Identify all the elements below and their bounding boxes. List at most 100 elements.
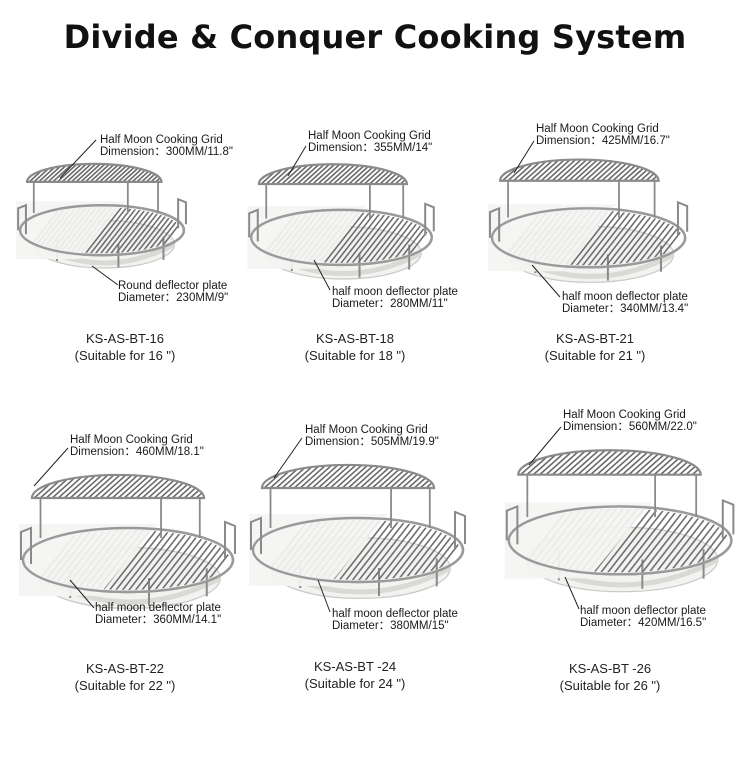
grid-label: Half Moon Cooking Grid [536, 123, 659, 135]
grid-annotation: Half Moon Cooking Grid Dimension：505MM/1… [305, 424, 439, 448]
model-caption: KS-AS-BT -24 (Suitable for 24 ") [230, 658, 480, 692]
plate-label: half moon deflector plate [332, 286, 458, 298]
grid-label: Half Moon Cooking Grid [308, 130, 431, 142]
plate-dimension: Diameter：280MM/11" [332, 298, 448, 310]
product-illustration [247, 163, 435, 280]
side-bracket [248, 208, 259, 242]
half-moon-cooking-grid [30, 473, 206, 538]
side-bracket [17, 203, 27, 235]
side-bracket [721, 499, 735, 539]
page-title: Divide & Conquer Cooking System [63, 18, 687, 56]
suitable-size: (Suitable for 16 ") [74, 348, 176, 363]
side-bracket [424, 202, 435, 236]
side-bracket [20, 526, 32, 564]
leader-line-plate [531, 264, 561, 298]
grid-annotation: Half Moon Cooking Grid Dimension：425MM/1… [536, 123, 670, 147]
product-card-3: Half Moon Cooking Grid Dimension：425MM/1… [470, 115, 720, 445]
side-bracket [224, 520, 236, 558]
side-bracket [177, 197, 187, 229]
plate-label: Round deflector plate [118, 280, 228, 292]
plate-annotation: half moon deflector plate Diameter：340MM… [562, 291, 688, 315]
model-number: KS-AS-BT-22 [85, 661, 165, 676]
leader-line-grid [59, 139, 97, 179]
product-card-1: Half Moon Cooking Grid Dimension：300MM/1… [0, 120, 250, 450]
model-number: KS-AS-BT -24 [313, 659, 397, 674]
grid-dimension: Dimension：300MM/11.8" [100, 146, 233, 158]
suitable-size: (Suitable for 18 ") [304, 348, 406, 363]
product-image [487, 140, 689, 298]
grid-label: Half Moon Cooking Grid [305, 424, 428, 436]
product-card-4: Half Moon Cooking Grid Dimension：460MM/1… [0, 430, 250, 760]
grid-annotation: Half Moon Cooking Grid Dimension：355MM/1… [308, 130, 432, 154]
plate-dimension: Diameter：380MM/15" [332, 620, 449, 632]
half-moon-cooking-grid [499, 158, 660, 218]
product-illustration [19, 473, 236, 609]
suitable-size: (Suitable for 24 ") [304, 676, 406, 691]
grid-label: Half Moon Cooking Grid [100, 134, 223, 146]
leader-line-grid [33, 447, 69, 487]
product-illustration [487, 158, 689, 283]
plate-label: half moon deflector plate [562, 291, 688, 303]
leader-line-grid [513, 140, 535, 174]
plate-annotation: half moon deflector plate Diameter：360MM… [95, 602, 221, 626]
side-bracket [488, 206, 501, 242]
product-card-2: Half Moon Cooking Grid Dimension：355MM/1… [230, 120, 480, 450]
half-moon-cooking-grid [517, 449, 702, 518]
side-bracket [250, 516, 262, 554]
leader-line-grid [528, 426, 562, 466]
leader-line-plate [564, 576, 580, 610]
model-caption: KS-AS-BT-22 (Suitable for 22 ") [0, 660, 250, 694]
leader-line-grid [287, 145, 307, 177]
grid-dimension: Dimension：425MM/16.7" [536, 135, 670, 147]
plate-annotation: half moon deflector plate Diameter：280MM… [332, 286, 458, 310]
suitable-size: (Suitable for 26 ") [559, 678, 661, 693]
product-image [247, 145, 435, 291]
product-card-5: Half Moon Cooking Grid Dimension：505MM/1… [230, 420, 480, 750]
plate-annotation: half moon deflector plate Diameter：420MM… [580, 605, 706, 629]
grid-annotation: Half Moon Cooking Grid Dimension：560MM/2… [563, 409, 697, 433]
plate-dimension: Diameter：230MM/9" [118, 292, 229, 304]
leader-line-grid [273, 437, 303, 479]
model-number: KS-AS-BT-18 [315, 331, 395, 346]
grid-label: Half Moon Cooking Grid [563, 409, 686, 421]
suitable-size: (Suitable for 21 ") [544, 348, 646, 363]
product-image [249, 437, 466, 613]
product-illustration [249, 463, 466, 599]
grid-dimension: Dimension：560MM/22.0" [563, 421, 697, 433]
grid-annotation: Half Moon Cooking Grid Dimension：460MM/1… [70, 434, 204, 458]
leader-line-plate [69, 579, 95, 609]
plate-label: half moon deflector plate [332, 608, 458, 620]
product-card-6: Half Moon Cooking Grid Dimension：560MM/2… [485, 405, 735, 735]
grid-label: Half Moon Cooking Grid [70, 434, 193, 446]
product-image [19, 447, 236, 609]
model-caption: KS-AS-BT-18 (Suitable for 18 ") [230, 330, 480, 364]
plate-dimension: Diameter：360MM/14.1" [95, 614, 222, 626]
plate-dimension: Diameter：420MM/16.5" [580, 617, 707, 629]
plate-dimension: Diameter：340MM/13.4" [562, 303, 689, 315]
suitable-size: (Suitable for 22 ") [74, 678, 176, 693]
model-number: KS-AS-BT -26 [568, 661, 652, 676]
leader-line-plate [91, 265, 119, 286]
product-image [16, 139, 187, 286]
side-bracket [505, 505, 519, 545]
plate-annotation: Round deflector plate Diameter：230MM/9" [118, 280, 228, 304]
plate-label: half moon deflector plate [95, 602, 221, 614]
product-illustration [16, 162, 187, 269]
leader-line-plate [317, 579, 331, 613]
model-caption: KS-AS-BT -26 (Suitable for 26 ") [485, 660, 735, 694]
grid-dimension: Dimension：505MM/19.9" [305, 436, 439, 448]
model-number: KS-AS-BT-16 [85, 331, 165, 346]
model-caption: KS-AS-BT-16 (Suitable for 16 ") [0, 330, 250, 364]
plate-label: half moon deflector plate [580, 605, 706, 617]
plate-annotation: half moon deflector plate Diameter：380MM… [332, 608, 458, 632]
side-bracket [676, 200, 689, 236]
grid-annotation: Half Moon Cooking Grid Dimension：300MM/1… [100, 134, 233, 158]
product-image [504, 426, 735, 610]
model-number: KS-AS-BT-21 [555, 331, 635, 346]
product-illustration [504, 449, 735, 593]
grid-dimension: Dimension：355MM/14" [308, 142, 433, 154]
model-caption: KS-AS-BT-21 (Suitable for 21 ") [470, 330, 720, 364]
side-bracket [454, 510, 466, 548]
grid-dimension: Dimension：460MM/18.1" [70, 446, 204, 458]
leader-line-plate [313, 259, 331, 291]
